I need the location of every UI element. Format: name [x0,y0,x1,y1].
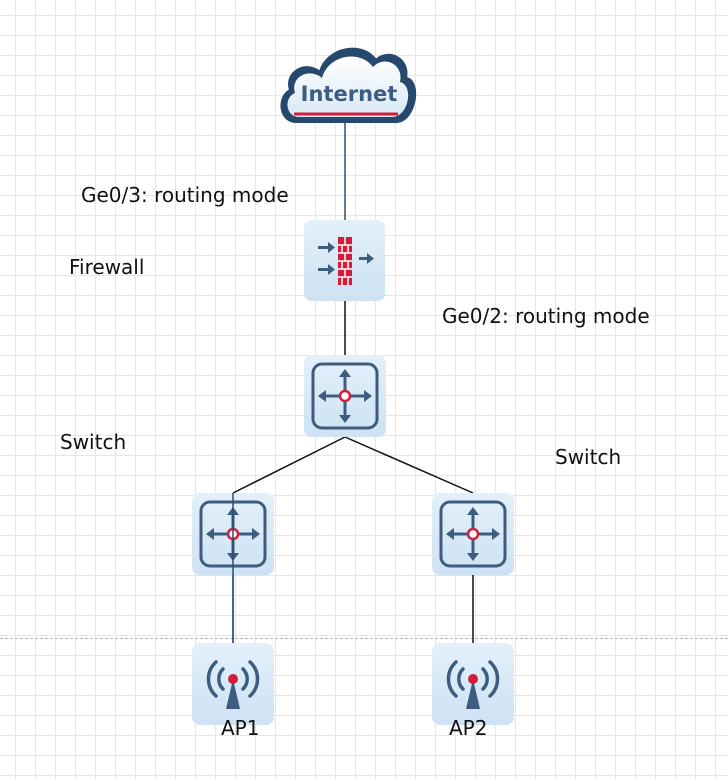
switch-right-label: Switch [555,445,622,469]
ap2-label: AP2 [449,716,488,740]
firewall-icon [304,220,385,301]
link-core-left-switch [232,436,346,494]
core-switch-icon [302,353,388,439]
link-core-right-switch [344,436,474,494]
internet-cloud-icon: Internet [280,47,416,123]
ap2-icon [430,641,516,727]
ge03-label: Ge0/3: routing mode [81,183,289,207]
ge02-label: Ge0/2: routing mode [442,304,650,328]
switch-left-label: Switch [60,430,127,454]
ap1-icon [190,641,276,727]
ap1-label: AP1 [221,716,260,740]
firewall-label: Firewall [69,255,145,279]
right-switch-icon [430,491,516,577]
internet-label: Internet [301,82,398,106]
dashed-separator [0,638,728,639]
